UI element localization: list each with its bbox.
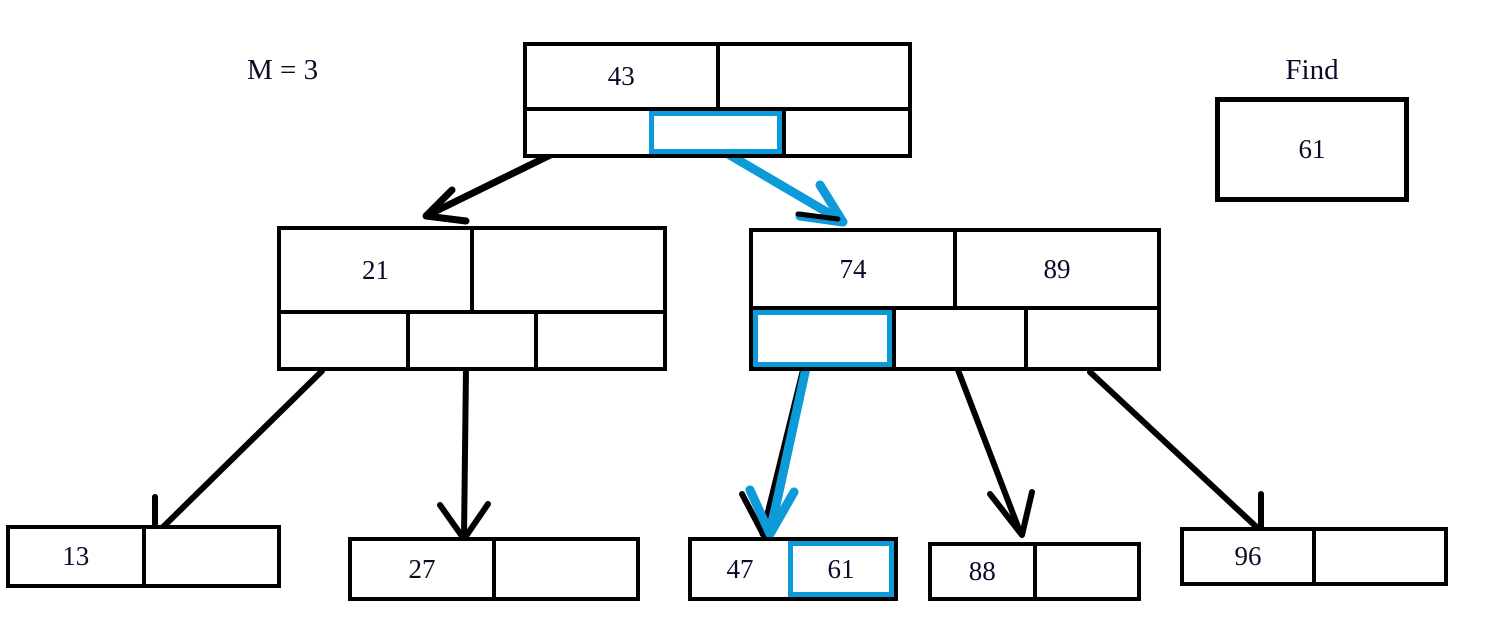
internal-node-21[interactable]: 21 <box>277 226 667 371</box>
edge-74-to-47-61 <box>739 363 811 539</box>
root-key-row: 43 <box>527 46 908 111</box>
node74-key-0[interactable]: 74 <box>753 232 953 306</box>
root-key-0[interactable]: 43 <box>527 46 716 107</box>
node21-key-0[interactable]: 21 <box>281 230 470 310</box>
root-pointer-row <box>527 110 908 154</box>
leaf27-key-0[interactable]: 27 <box>352 541 492 597</box>
find-panel: Find 61 <box>1215 56 1409 202</box>
edge-21-to-27 <box>437 365 491 542</box>
find-label: Find <box>1285 54 1339 86</box>
find-value-box[interactable]: 61 <box>1215 97 1409 202</box>
order-annotation: M = 3 <box>247 54 319 86</box>
node74-key-1[interactable]: 89 <box>953 232 1157 306</box>
root-pointer-0[interactable] <box>527 110 650 154</box>
leaf27-key-1[interactable] <box>492 541 636 597</box>
leaf-node-88[interactable]: 88 <box>928 542 1141 601</box>
root-pointer-1[interactable] <box>649 110 782 154</box>
leaf88-key-row: 88 <box>932 546 1137 597</box>
edge-root-to-74-89 <box>723 149 848 227</box>
leaf88-key-0[interactable]: 88 <box>932 546 1033 597</box>
node21-pointer-2[interactable] <box>534 314 664 367</box>
leaf4761-key-0[interactable]: 47 <box>692 541 788 597</box>
leaf4761-key-1[interactable]: 61 <box>788 541 894 597</box>
node21-key-1[interactable] <box>470 230 663 310</box>
leaf96-key-row: 96 <box>1184 531 1444 582</box>
root-node[interactable]: 43 <box>523 42 912 158</box>
leaf-node-13[interactable]: 13 <box>6 525 281 588</box>
edge-21-to-13 <box>152 368 325 538</box>
leaf13-key-row: 13 <box>10 529 277 584</box>
edge-74-to-88 <box>955 367 1035 538</box>
node21-pointer-1[interactable] <box>405 314 535 367</box>
leaf88-key-1[interactable] <box>1032 546 1137 597</box>
node74-pointer-1[interactable] <box>891 310 1025 367</box>
leaf13-key-1[interactable] <box>141 529 277 584</box>
node74-key-row: 74 89 <box>753 232 1157 310</box>
leaf96-key-0[interactable]: 96 <box>1184 531 1312 582</box>
leaf13-key-0[interactable]: 13 <box>10 529 142 584</box>
root-pointer-2[interactable] <box>781 110 908 154</box>
edge-74-to-96 <box>1087 369 1267 537</box>
node21-key-row: 21 <box>281 230 663 314</box>
node74-pointer-0[interactable] <box>753 310 892 367</box>
node74-pointer-2[interactable] <box>1024 310 1158 367</box>
node74-pointer-row <box>753 310 1158 367</box>
leaf-node-27[interactable]: 27 <box>348 537 640 601</box>
node21-pointer-0[interactable] <box>281 314 406 367</box>
leaf4761-key-row: 47 61 <box>692 541 894 597</box>
node21-pointer-row <box>281 314 664 367</box>
leaf96-key-1[interactable] <box>1312 531 1444 582</box>
leaf27-key-row: 27 <box>352 541 636 597</box>
leaf-node-96[interactable]: 96 <box>1180 527 1448 586</box>
leaf-node-47-61[interactable]: 47 61 <box>688 537 898 601</box>
internal-node-74-89[interactable]: 74 89 <box>749 228 1161 371</box>
root-key-1[interactable] <box>715 46 908 107</box>
